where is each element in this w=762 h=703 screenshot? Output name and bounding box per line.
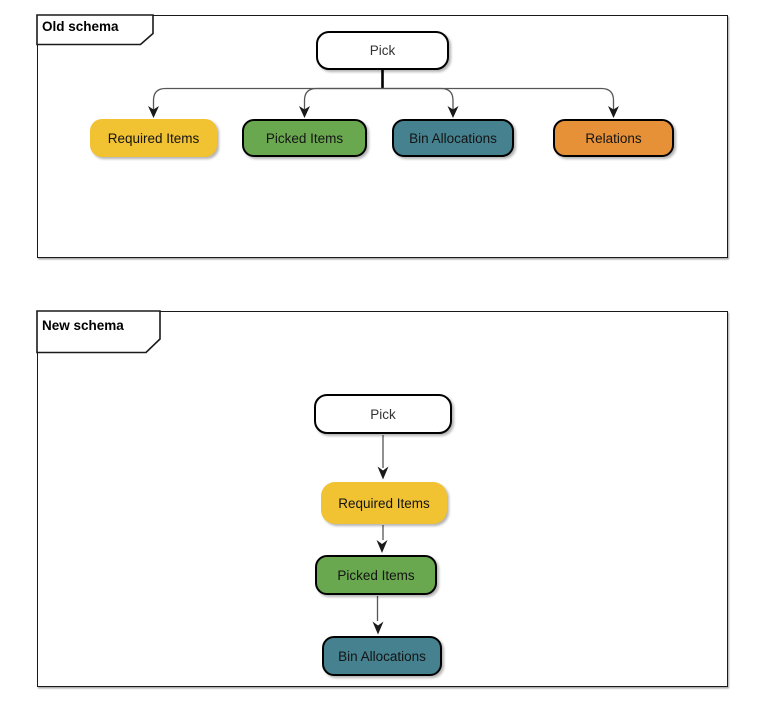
node-pick-old: Pick — [316, 31, 449, 70]
node-relations-old: Relations — [553, 119, 674, 157]
node-required-items-old: Required Items — [90, 119, 217, 157]
node-label: Required Items — [107, 130, 200, 146]
arrowhead-icon — [608, 106, 619, 118]
node-bin-allocations-old: Bin Allocations — [392, 119, 514, 157]
old-branch-required-items — [152, 87, 383, 110]
arrowhead-icon — [377, 466, 389, 480]
old-schema-title: Old schema — [42, 19, 119, 34]
node-picked-items-old: Picked Items — [242, 119, 367, 157]
old-branch-relations — [382, 87, 615, 110]
node-label: Relations — [585, 130, 642, 146]
node-label: Picked Items — [265, 130, 344, 146]
node-pick-new: Pick — [314, 394, 452, 434]
arrowhead-icon — [376, 540, 388, 553]
arrowhead-icon — [299, 106, 310, 118]
node-label: Pick — [370, 406, 396, 422]
node-picked-items-new: Picked Items — [315, 555, 437, 595]
node-label: Pick — [369, 43, 396, 58]
old-branch-picked-items — [303, 87, 383, 110]
arrowhead-icon — [372, 621, 384, 635]
node-required-items-new: Required Items — [321, 482, 447, 524]
arrowhead-icon — [447, 106, 459, 118]
new-schema-title: New schema — [42, 318, 124, 333]
old-branch-bin-allocations — [382, 87, 454, 110]
node-label: Required Items — [338, 495, 430, 511]
node-label: Bin Allocations — [409, 130, 497, 146]
node-bin-allocations-new: Bin Allocations — [322, 636, 442, 676]
node-label: Bin Allocations — [338, 648, 426, 664]
node-label: Picked Items — [337, 567, 415, 583]
arrowhead-icon — [148, 106, 159, 118]
